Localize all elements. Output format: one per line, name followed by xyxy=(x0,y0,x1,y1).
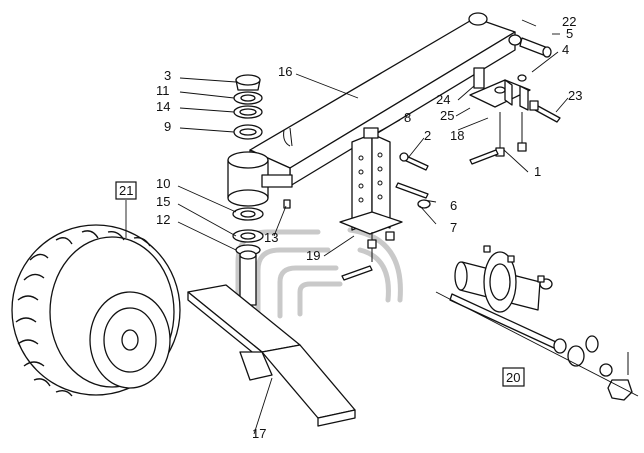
bolt-23 xyxy=(529,100,561,123)
leader-lines xyxy=(125,19,639,435)
boxed-callout-21-text: 21 xyxy=(119,183,133,198)
bearing-stack xyxy=(233,74,263,140)
hinge-bracket xyxy=(469,67,531,111)
wheel-assembly xyxy=(11,224,181,397)
callout-10: 10 xyxy=(156,176,170,191)
bushing xyxy=(508,34,552,58)
callout-9: 9 xyxy=(164,119,171,134)
boxed-callout-20-text: 20 xyxy=(506,370,520,385)
boxed-callout-21: 21 xyxy=(115,181,137,200)
watermark-logo xyxy=(235,227,403,323)
callout-24: 24 xyxy=(436,92,450,107)
frame-beam xyxy=(249,12,516,187)
boxed-callout-20: 20 xyxy=(502,367,525,387)
callout-4: 4 xyxy=(562,42,569,57)
hub-axle-assembly xyxy=(449,245,633,401)
callout-19: 19 xyxy=(306,248,320,263)
pivot-housing xyxy=(227,151,293,207)
callout-25: 25 xyxy=(440,108,454,123)
callout-13: 13 xyxy=(264,230,278,245)
callout-15: 15 xyxy=(156,194,170,209)
callout-labels: 22 5 4 16 3 11 14 9 24 25 23 8 18 2 1 10… xyxy=(156,14,582,441)
callout-14: 14 xyxy=(156,99,170,114)
callout-5: 5 xyxy=(566,26,573,41)
callout-11: 11 xyxy=(156,83,170,98)
bolt-1 xyxy=(469,112,527,165)
callout-8: 8 xyxy=(404,110,411,125)
callout-22: 22 xyxy=(562,14,576,29)
callout-1: 1 xyxy=(534,164,541,179)
callout-7: 7 xyxy=(450,220,457,235)
callout-23: 23 xyxy=(568,88,582,103)
callout-2: 2 xyxy=(424,128,431,143)
wheel-fork xyxy=(187,250,356,427)
callout-6: 6 xyxy=(450,198,457,213)
lower-bearings xyxy=(232,207,264,256)
callout-16: 16 xyxy=(278,64,292,79)
callout-3: 3 xyxy=(164,68,171,83)
callout-12: 12 xyxy=(156,212,170,227)
adjustment-bracket xyxy=(339,127,403,281)
callout-18: 18 xyxy=(450,128,464,143)
grease-nipple xyxy=(283,199,291,209)
pin-and-clip xyxy=(395,152,431,209)
callout-17: 17 xyxy=(252,426,266,441)
